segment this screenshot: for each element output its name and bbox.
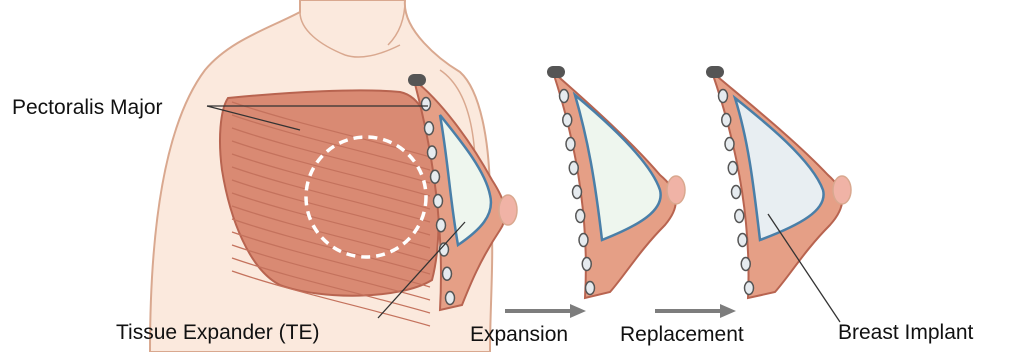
replacement-arrow: [655, 304, 736, 318]
rib-cross-section: [738, 234, 747, 247]
nipple: [833, 176, 851, 204]
rib-cross-section: [582, 258, 591, 271]
rib-cross-section: [434, 195, 443, 208]
rib-cross-section: [722, 114, 731, 127]
rib-cross-section: [422, 98, 431, 111]
rib-cross-section: [443, 267, 452, 280]
rib-cross-section: [431, 170, 440, 183]
rib-cross-section: [566, 138, 575, 151]
rib-top-cap: [706, 66, 724, 78]
nipple: [667, 176, 685, 204]
rib-cross-section: [732, 186, 741, 199]
rib-cross-section: [728, 162, 737, 175]
cross-section-implant: [706, 66, 851, 298]
rib-cross-section: [576, 210, 585, 223]
rib-cross-section: [560, 90, 569, 103]
nipple: [499, 195, 517, 225]
rib-top-cap: [408, 74, 426, 86]
rib-cross-section: [425, 122, 434, 135]
rib-top-cap: [547, 66, 565, 78]
expansion-label: Expansion: [470, 323, 568, 346]
breast-implant-label: Breast Implant: [838, 321, 974, 344]
replacement-label: Replacement: [620, 323, 744, 346]
rib-cross-section: [437, 219, 446, 232]
rib-cross-section: [563, 114, 572, 127]
rib-cross-section: [735, 210, 744, 223]
tissue-expander-label: Tissue Expander (TE): [116, 321, 319, 344]
rib-cross-section: [579, 234, 588, 247]
rib-cross-section: [586, 282, 595, 295]
expansion-arrow: [505, 304, 586, 318]
pectoralis-major-label: Pectoralis Major: [12, 96, 163, 119]
rib-cross-section: [745, 282, 754, 295]
rib-cross-section: [569, 162, 578, 175]
cross-section-expansion: [547, 66, 685, 298]
rib-cross-section: [725, 138, 734, 151]
rib-cross-section: [428, 146, 437, 159]
rib-cross-section: [741, 258, 750, 271]
rib-cross-section: [719, 90, 728, 103]
rib-cross-section: [446, 292, 455, 305]
rib-cross-section: [573, 186, 582, 199]
